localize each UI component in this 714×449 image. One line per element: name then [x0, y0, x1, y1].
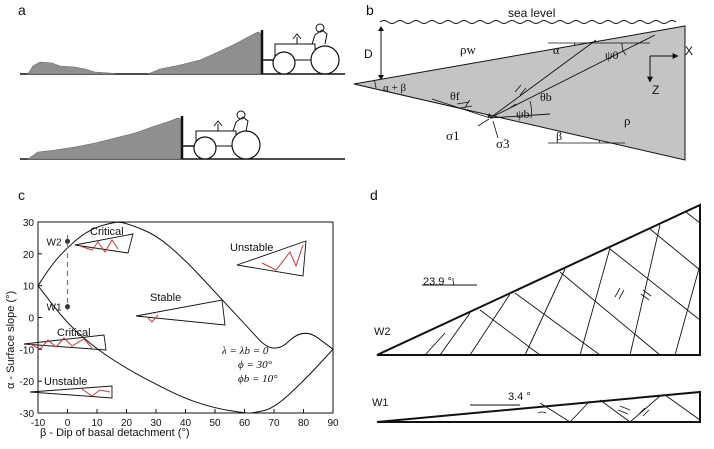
axis-ticks: -10 0 10 20 30 40 50 60 70 80 90 30 20 10 0 -10 -20 -30 [20, 218, 339, 429]
x-tick-label: 0 [65, 418, 71, 429]
inset-unstable-bottom [29, 385, 113, 399]
taper-angle-label: α + β [383, 82, 406, 94]
panel-d-label: d [370, 187, 378, 203]
equation-phib: ϕb = 10° [238, 373, 278, 385]
w2-label: W2 [374, 326, 391, 338]
panel-b: b sea level D ρw ρ α + β α ψ0 X Z [353, 2, 693, 161]
y-tick-label: 20 [23, 250, 35, 261]
critical-left-label: Critical [57, 327, 91, 339]
z-axis-label: Z [652, 83, 659, 97]
sigma1-label: σ1 [446, 128, 460, 143]
bulldozer-sketch-top [20, 23, 345, 75]
x-tick-label: 30 [150, 418, 162, 429]
y-tick-label: -10 [20, 345, 35, 356]
x-tick-label: 40 [180, 418, 192, 429]
stability-curve-2 [37, 285, 334, 414]
stable-label: Stable [150, 292, 181, 304]
basal-dip-label: β [556, 129, 562, 143]
x-axis-label: X [685, 44, 693, 58]
sea-level-line [379, 20, 677, 24]
equation-lambda: λ = λb = 0 [221, 345, 269, 357]
wedge-w1 [376, 390, 701, 423]
psi-b-label: ψb [516, 107, 530, 121]
w1-angle-label: 3.4 ° [508, 391, 531, 403]
stress-point: * [487, 111, 492, 125]
wedge-density-label: ρ [624, 113, 631, 128]
y-tick-label: -20 [20, 377, 35, 388]
unstable-top-label: Unstable [230, 242, 273, 254]
x-tick-label: 60 [239, 418, 251, 429]
y-tick-label: 30 [23, 218, 35, 229]
x-tick-label: 10 [91, 418, 103, 429]
x-axis-title: β - Dip of basal detachment (°) [40, 427, 190, 439]
sigma3-label: σ3 [496, 136, 510, 151]
inset-unstable-top [236, 240, 307, 277]
sea-level-label: sea level [508, 6, 555, 20]
y-tick-label: 0 [28, 314, 34, 325]
panel-d: d 23.9 ° W2 [370, 187, 701, 423]
depth-label: D [364, 47, 373, 61]
inset-stable [135, 299, 226, 326]
x-tick-label: 50 [209, 418, 221, 429]
x-tick-label: 90 [327, 418, 339, 429]
equation-phi: ϕ = 30° [238, 359, 273, 371]
y-axis-title: α - Surface slope (°) [5, 291, 17, 389]
y-tick-label: -30 [20, 409, 35, 420]
x-tick-label: 20 [121, 418, 133, 429]
x-tick-label: 70 [268, 418, 280, 429]
critical-top-label: Critical [90, 226, 124, 238]
panel-c: c -10 0 10 20 30 40 50 60 70 80 90 30 20 10 0 -10 -20 -30… [5, 187, 339, 439]
point-w1 [65, 304, 70, 310]
psi0-label: ψ0 [605, 48, 619, 62]
x-tick-label: 80 [298, 418, 310, 429]
theta-f-label: θf [450, 89, 460, 103]
unstable-bottom-label: Unstable [44, 376, 87, 388]
x-tick-label: -10 [31, 418, 46, 429]
point-label-w1: W1 [47, 303, 62, 314]
panel-b-label: b [366, 2, 374, 18]
bulldozer-sketch-bottom [20, 110, 345, 160]
panel-a: a [18, 2, 345, 160]
w1-label: W1 [372, 397, 389, 409]
theta-b-label: θb [540, 90, 552, 104]
panel-c-label: c [18, 187, 25, 203]
wedge-w2 [376, 203, 701, 356]
point-w2 [65, 238, 70, 244]
w2-angle-label: 23.9 ° [423, 276, 452, 288]
point-label-w2: W2 [47, 237, 62, 248]
wedge-points: W1 W2 [47, 237, 70, 314]
inset-critical-top [74, 233, 134, 254]
water-density-label: ρw [460, 42, 476, 57]
surface-slope-label: α [553, 43, 560, 57]
y-tick-label: 10 [23, 282, 35, 293]
panel-a-label: a [18, 2, 26, 18]
wedge-body [353, 25, 686, 161]
inset-critical-left [23, 334, 107, 351]
